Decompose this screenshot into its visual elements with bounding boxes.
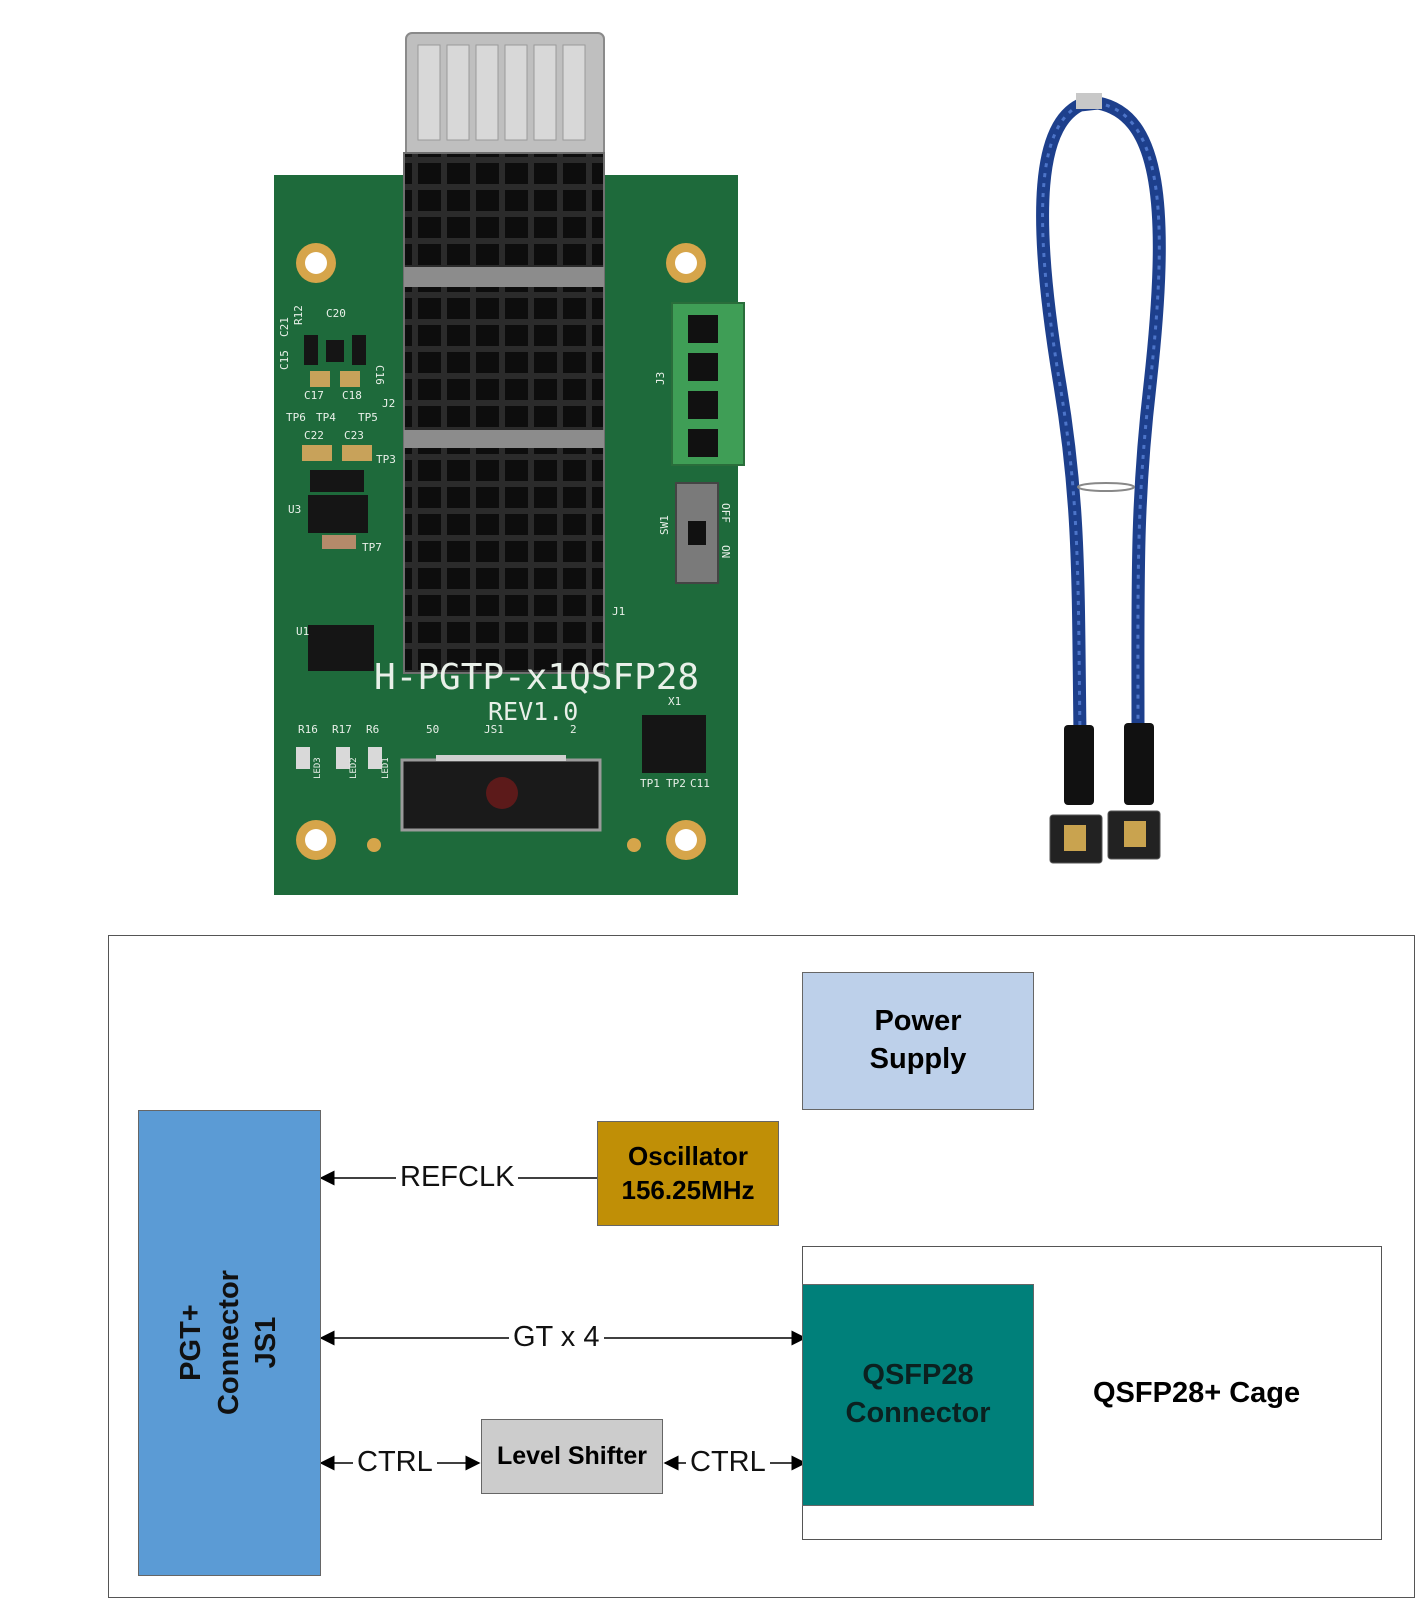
pgt-connector-line1: PGT+ [174, 1304, 207, 1382]
power-supply-block: Power Supply [802, 972, 1034, 1110]
qsfp28-connector-line1: QSFP28 [862, 1359, 974, 1392]
silk-j1: J1 [612, 605, 625, 618]
silk-c20: C20 [326, 307, 346, 320]
silk-tp1: TP1 [640, 777, 660, 790]
silk-led1: LED1 [381, 757, 391, 779]
silk-led3: LED3 [313, 757, 323, 779]
pgt-connector-line3: JS1 [250, 1317, 283, 1369]
silk-j2: J2 [382, 397, 395, 410]
oscillator-line1: Oscillator [628, 1140, 748, 1171]
cable-plug-left-body [1064, 725, 1094, 805]
silk-x1: X1 [668, 695, 681, 708]
board-rev-label: REV1.0 [488, 697, 578, 726]
qsfp28-connector-line2: Connector [845, 1397, 991, 1429]
power-supply-line1: Power [874, 1005, 962, 1038]
silk-off: OFF [719, 503, 732, 523]
silk-c17: C17 [304, 389, 324, 402]
silk-tp3: TP3 [376, 453, 396, 466]
qsfp-cable-image [1036, 93, 1166, 864]
silk-c18: C18 [342, 389, 362, 402]
silk-c23: C23 [344, 429, 364, 442]
silk-pin2: 2 [570, 723, 577, 736]
oscillator-line2: 156.25MHz [621, 1174, 755, 1205]
silk-j3: J3 [654, 372, 667, 385]
ctrl-right-label: CTRL [686, 1448, 770, 1477]
silk-pin50: 50 [426, 723, 439, 736]
silk-led2: LED2 [349, 757, 359, 779]
level-shifter-block: Level Shifter [481, 1419, 663, 1494]
qsfp-cage-label: QSFP28+ Cage [1093, 1377, 1301, 1409]
ctrl-left-label: CTRL [353, 1448, 437, 1477]
level-shifter-label: Level Shifter [496, 1442, 648, 1471]
silk-sw1: SW1 [658, 515, 671, 535]
mounting-holes [296, 243, 706, 860]
gt-label: GT x 4 [509, 1323, 604, 1352]
silk-c22: C22 [304, 429, 324, 442]
silk-tp2: TP2 [666, 777, 686, 790]
silk-r6: R6 [366, 723, 379, 736]
pgt-connector-block: PGT+ Connector JS1 [138, 1110, 321, 1576]
silk-on: ON [719, 545, 732, 558]
cable-plug-right-body [1124, 723, 1154, 805]
block-diagram: PGT+ Connector JS1 Power Supply Oscillat… [108, 935, 1415, 1598]
silk-c11: C11 [690, 777, 710, 790]
silk-tp4: TP4 [316, 411, 336, 424]
pgt-connector-line2: Connector [212, 1270, 245, 1416]
refclk-label: REFCLK [396, 1163, 519, 1192]
silk-r17: R17 [332, 723, 352, 736]
silk-c21: C21 [278, 317, 291, 337]
qsfp28-connector-block: QSFP28 Connector [802, 1284, 1034, 1506]
silk-c16: C16 [373, 365, 386, 385]
silk-u3: U3 [288, 503, 301, 516]
heatsink [403, 152, 605, 674]
silk-tp5: TP5 [358, 411, 378, 424]
silk-tp7: TP7 [362, 541, 382, 554]
silk-r16: R16 [298, 723, 318, 736]
silk-u1: U1 [296, 625, 309, 638]
silk-r12: R12 [292, 305, 305, 325]
cable-loop [1036, 96, 1166, 742]
oscillator-block: Oscillator 156.25MHz [597, 1121, 779, 1226]
silk-js1: JS1 [484, 723, 504, 736]
power-supply-line2: Supply [869, 1043, 967, 1075]
board-name-label: H-PGTP-x1QSFP28 [374, 657, 699, 698]
silk-tp6: TP6 [286, 411, 306, 424]
silk-c15: C15 [278, 350, 291, 370]
pcb-board-image: C21 R12 C20 C15 C16 C17 C18 TP6 TP4 TP5 … [274, 32, 745, 895]
